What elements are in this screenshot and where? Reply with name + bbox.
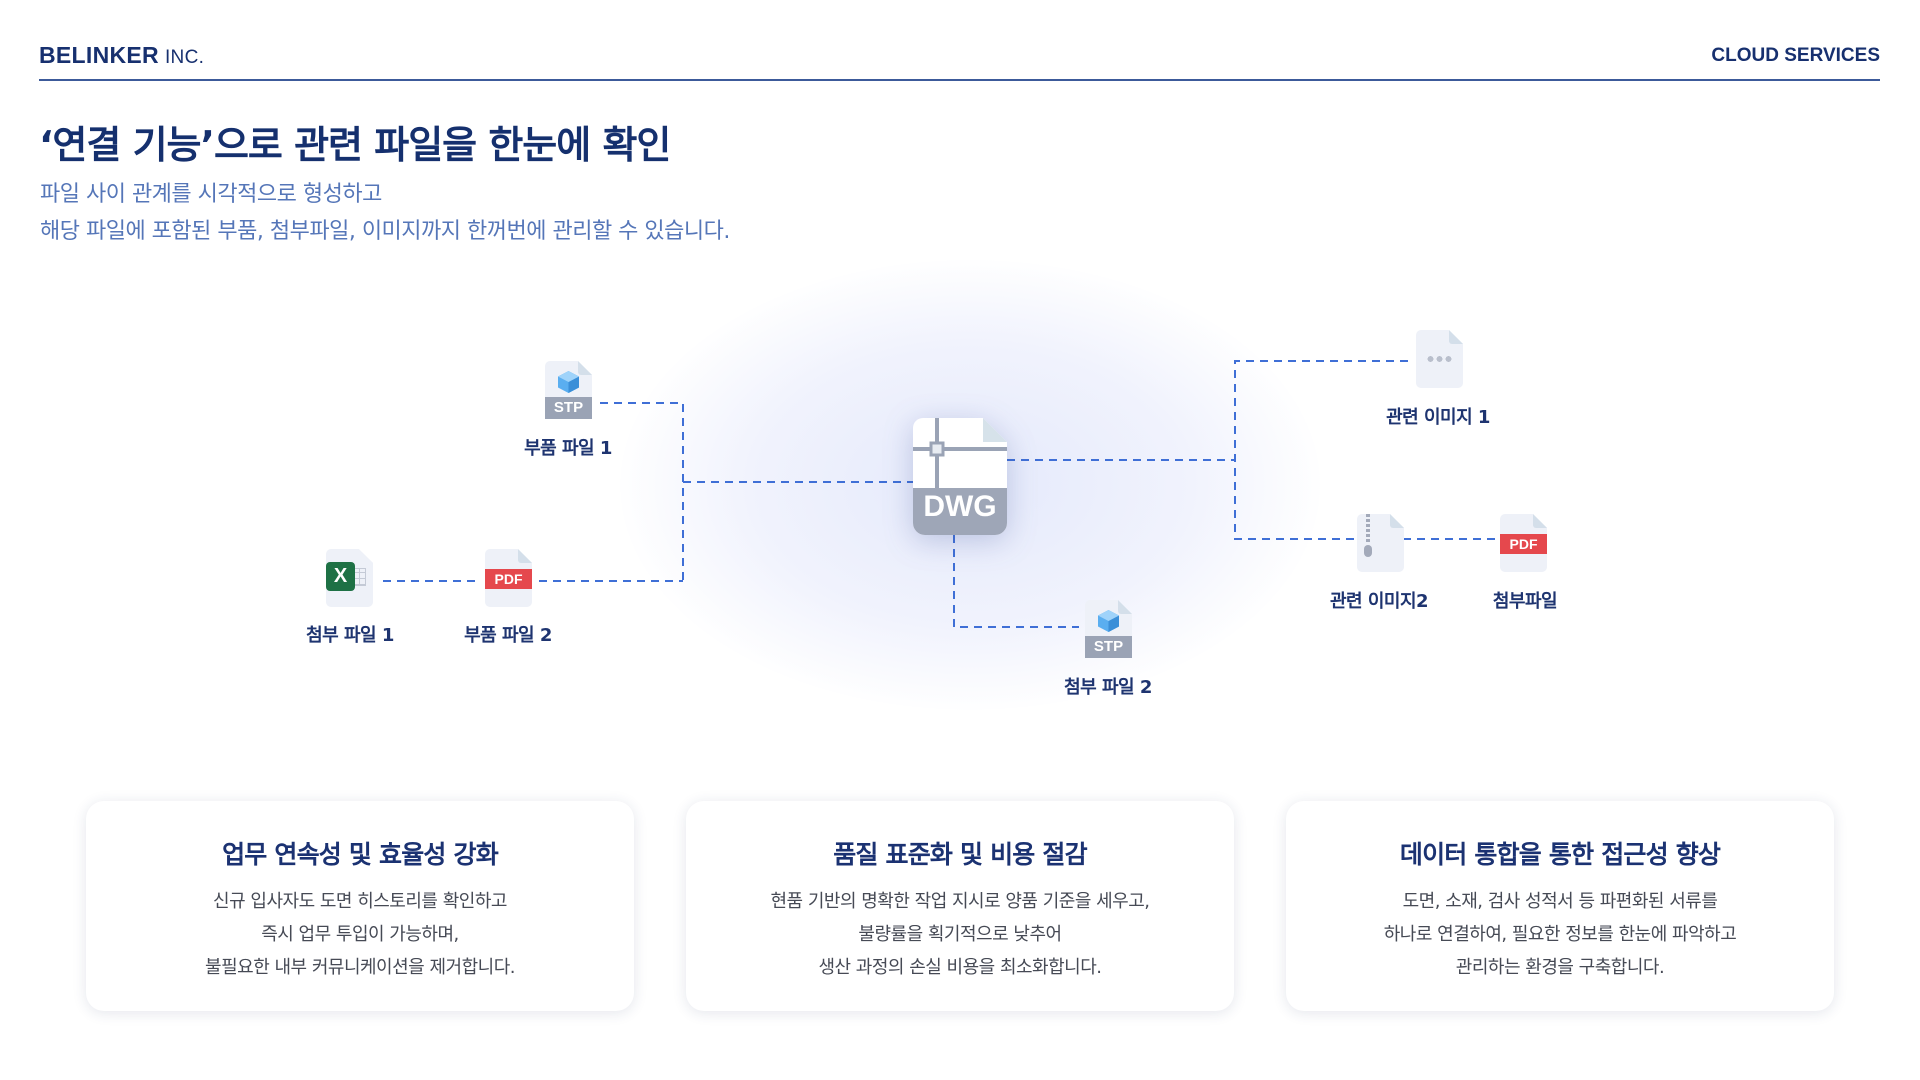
card-line: 즉시 업무 투입이 가능하며, bbox=[261, 924, 459, 945]
subtitle-line-2: 해당 파일에 포함된 부품, 첨부파일, 이미지까지 한꺼번에 관리할 수 있습… bbox=[40, 219, 730, 244]
feature-card-integration: 데이터 통합을 통한 접근성 향상 도면, 소재, 검사 성적서 등 파편화된 … bbox=[1286, 801, 1834, 1011]
dots-icon bbox=[1426, 356, 1453, 362]
card-title: 업무 연속성 및 효율성 강화 bbox=[222, 840, 499, 869]
card-line: 신규 입사자도 도면 히스토리를 확인하고 bbox=[213, 891, 507, 912]
label-attach3: 첨부파일 bbox=[1492, 591, 1558, 612]
card-title: 품질 표준화 및 비용 절감 bbox=[833, 840, 1087, 869]
label-attach1: 첨부 파일 1 bbox=[306, 625, 394, 646]
label-attach2: 첨부 파일 2 bbox=[1064, 677, 1152, 698]
header-divider bbox=[39, 79, 1880, 81]
zipper-pull bbox=[1364, 545, 1372, 557]
card-body: 현품 기반의 명확한 작업 지시로 양품 기준을 세우고, 불량률을 획기적으로 … bbox=[686, 885, 1234, 984]
line-center-attach2 bbox=[953, 535, 1079, 628]
dwg-type-label: DWG bbox=[923, 490, 997, 523]
label-image2: 관련 이미지2 bbox=[1329, 591, 1429, 612]
card-line: 생산 과정의 손실 비용을 최소화합니다. bbox=[818, 957, 1102, 978]
label-part2: 부품 파일 2 bbox=[464, 625, 552, 646]
card-line: 불량률을 획기적으로 낮추어 bbox=[858, 924, 1062, 945]
zipper-icon bbox=[1366, 514, 1370, 544]
card-line: 도면, 소재, 검사 성적서 등 파편화된 서류를 bbox=[1402, 891, 1718, 912]
cloud-services-label: CLOUD SERVICES bbox=[1711, 45, 1880, 66]
card-line: 현품 기반의 명확한 작업 지시로 양품 기준을 세우고, bbox=[770, 891, 1150, 912]
brand-suffix: INC. bbox=[164, 47, 205, 68]
card-line: 관리하는 환경을 구축합니다. bbox=[1455, 957, 1665, 978]
card-line: 하나로 연결하여, 필요한 정보를 한눈에 파악하고 bbox=[1383, 924, 1737, 945]
dwg-file-icon[interactable]: DWG bbox=[913, 418, 1007, 535]
label-part1: 부품 파일 1 bbox=[524, 438, 612, 459]
subtitle-line-1: 파일 사이 관계를 시각적으로 형성하고 bbox=[40, 182, 382, 207]
card-line: 불필요한 내부 커뮤니케이션을 제거합니다. bbox=[205, 957, 515, 978]
cube-icon bbox=[1098, 610, 1119, 632]
stp-band: STP bbox=[1085, 636, 1132, 658]
cube-icon bbox=[558, 371, 579, 393]
line-part1 bbox=[600, 402, 684, 581]
page-title: ‘연결 기능’으로 관련 파일을 한눈에 확인 bbox=[39, 123, 671, 167]
feature-card-quality: 품질 표준화 및 비용 절감 현품 기반의 명확한 작업 지시로 양품 기준을 … bbox=[686, 801, 1234, 1011]
pdf-file-icon[interactable]: PDF bbox=[1500, 514, 1547, 572]
pdf-band: PDF bbox=[1500, 534, 1547, 554]
brand-name: BELINKER bbox=[39, 42, 159, 68]
line-right-trunk bbox=[1234, 360, 1408, 540]
stp-file-icon[interactable]: STP bbox=[1085, 600, 1132, 658]
label-image1: 관련 이미지 1 bbox=[1386, 407, 1490, 428]
excel-badge: X bbox=[326, 562, 355, 591]
pdf-band: PDF bbox=[485, 569, 532, 589]
stp-band: STP bbox=[545, 397, 592, 419]
card-title: 데이터 통합을 통한 접근성 향상 bbox=[1399, 840, 1721, 869]
excel-file-icon[interactable]: X bbox=[326, 549, 373, 607]
